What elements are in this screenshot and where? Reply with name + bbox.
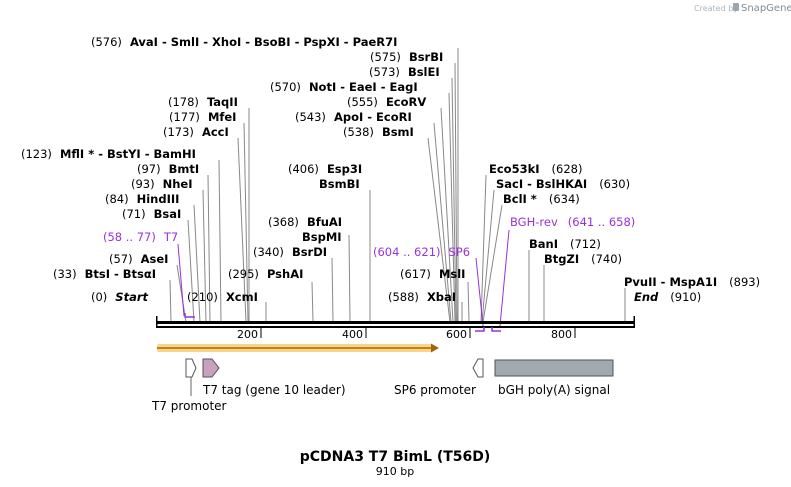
map-title: pCDNA3 T7 BimL (T56D) [300, 449, 491, 465]
site-label-mfli[interactable]: (123)MflI * - BstYI - BamHI [21, 147, 196, 161]
site-label-pvuii[interactable]: PvuII - MspA1I(893) [624, 275, 760, 289]
bgh-polya-box[interactable] [494, 359, 614, 377]
axis-tick-200: 200 [237, 328, 258, 341]
site-label-bcli[interactable]: BclI *(634) [503, 192, 580, 206]
primer-lines [177, 229, 510, 327]
credit-brand: SnapGene [741, 3, 791, 14]
site-label-start[interactable]: (0)Start [91, 290, 149, 304]
site-label-msli[interactable]: (617)MslI [400, 267, 465, 281]
site-label-nhei[interactable]: (93)NheI [131, 177, 193, 191]
site-label-btgzi[interactable]: BtgZI(740) [544, 252, 622, 266]
site-label-btsi[interactable]: (33)BtsI - BtsαI [53, 267, 156, 281]
site-label-acci[interactable]: (173)AccI [163, 125, 229, 139]
feature-label-sp6-promoter[interactable]: SP6 promoter [394, 383, 476, 397]
feature-label-t7-promoter[interactable]: T7 promoter [151, 399, 227, 413]
t7-promoter-arrow-icon[interactable] [185, 358, 197, 396]
primer-label-t7[interactable]: (58 .. 77)T7 [103, 230, 178, 244]
site-label-xcmi[interactable]: (210)XcmI [187, 290, 258, 304]
cut-lines [169, 48, 626, 323]
site-label-pshai[interactable]: (295)PshAI [228, 267, 303, 281]
sp6-promoter-arrow-icon[interactable] [472, 358, 484, 378]
site-label-esp3i[interactable]: (406)Esp3I [288, 162, 362, 176]
site-label-bsmbi[interactable]: BsmBI [319, 177, 360, 191]
site-label-ava[interactable]: (576)AvaI - SmlI - XhoI - BsoBI - PspXI … [91, 35, 397, 49]
site-label-bani[interactable]: BanI(712) [529, 237, 601, 251]
site-label-mfei[interactable]: (177)MfeI [169, 110, 236, 124]
site-label-bsrdi[interactable]: (340)BsrDI [253, 245, 327, 259]
credit-text: Created by [694, 4, 738, 13]
axis: 200 400 600 800 [237, 328, 576, 341]
site-label-bsrbi[interactable]: (575)BsrBI [370, 50, 443, 64]
map-subtitle: 910 bp [376, 465, 414, 478]
site-label-end[interactable]: End(910) [634, 290, 701, 304]
site-label-hindiii[interactable]: (84)HindIII [105, 192, 179, 206]
site-label-apoi[interactable]: (543)ApoI - EcoRI [295, 110, 412, 124]
site-label-bsai[interactable]: (71)BsaI [122, 207, 181, 221]
site-label-asei[interactable]: (57)AseI [109, 252, 168, 266]
site-label-bspmi[interactable]: BspMI [302, 230, 342, 244]
site-label-ecorv[interactable]: (555)EcoRV [347, 95, 426, 109]
site-label-bslei[interactable]: (573)BslEI [369, 65, 440, 79]
primer-label-sp6[interactable]: (604 .. 621)SP6 [373, 245, 470, 259]
site-label-bmti[interactable]: (97)BmtI [137, 162, 199, 176]
site-label-noti[interactable]: (570)NotI - EaeI - EagI [270, 80, 418, 94]
snapgene-logo-icon [733, 3, 739, 11]
site-label-eco53ki[interactable]: Eco53kI(628) [489, 162, 582, 176]
primer-label-bgh[interactable]: BGH-rev(641 .. 658) [510, 215, 635, 229]
axis-tick-600: 600 [446, 328, 467, 341]
site-label-bfuai[interactable]: (368)BfuAI [268, 215, 342, 229]
feature-label-bgh-polya[interactable]: bGH poly(A) signal [498, 383, 610, 397]
feature-label-t7-tag[interactable]: T7 tag (gene 10 leader) [202, 383, 346, 397]
site-label-bsmi[interactable]: (538)BsmI [343, 125, 414, 139]
t7-tag-arrow-icon[interactable] [202, 358, 220, 378]
orf-arrow[interactable] [157, 343, 439, 353]
primer-marks [184, 313, 501, 332]
sequence-backbone[interactable] [156, 316, 635, 328]
site-label-xbai[interactable]: (588)XbaI [388, 290, 456, 304]
site-label-saci[interactable]: SacI - BslHKAI(630) [496, 177, 630, 191]
site-label-taqii[interactable]: (178)TaqII [168, 95, 238, 109]
axis-tick-400: 400 [342, 328, 363, 341]
axis-tick-800: 800 [551, 328, 572, 341]
